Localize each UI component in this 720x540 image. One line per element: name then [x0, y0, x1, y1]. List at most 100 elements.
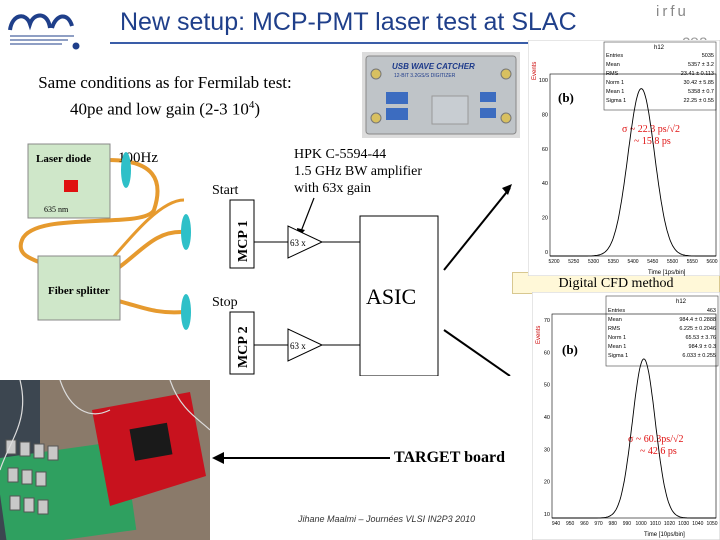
- mcp1-box: [229, 199, 255, 269]
- y-tick-label: 30: [544, 447, 550, 453]
- hist2-name: h12: [676, 299, 687, 305]
- stat-value: 6.225 ± 0.2046: [679, 326, 716, 332]
- y-tick-label: 20: [542, 216, 548, 222]
- intro-exponent: 4: [248, 99, 255, 111]
- irfu-text: irfu: [656, 3, 689, 20]
- laser-emitter: [64, 180, 78, 192]
- x-tick-label: 5250: [568, 259, 579, 265]
- lal-logo: [4, 4, 90, 50]
- lens-1: [181, 214, 191, 250]
- stat-label: RMS: [608, 326, 621, 332]
- mcp2-box: [229, 311, 255, 375]
- stat-label: Mean: [608, 317, 622, 323]
- hist2-panel-label: (b): [562, 342, 578, 357]
- y-tick-label: 60: [542, 147, 548, 153]
- hist1-gaussian-fit: [550, 88, 716, 257]
- stat-value: 6.033 ± 0.255: [682, 353, 716, 359]
- hist1-panel-label: (b): [558, 90, 574, 105]
- x-tick-label: 950: [566, 521, 575, 527]
- setup-schematic: Laser diode 635 nm 100Hz Fiber splitter …: [18, 143, 512, 376]
- stat-label: Mean: [606, 62, 620, 68]
- mcp2-label: MCP 2: [236, 326, 251, 368]
- hist1-frame: [549, 73, 717, 257]
- x-tick-label: 980: [609, 521, 618, 527]
- hist2-xaxis-label: Time [10ps/bin]: [644, 532, 685, 538]
- amplifier-2: [287, 328, 324, 362]
- x-tick-label: 960: [580, 521, 589, 527]
- gain-1-label: 63 x: [290, 238, 306, 248]
- asic-label: ASIC: [366, 284, 416, 309]
- x-tick-label: 1010: [650, 521, 661, 527]
- hist2-stats-box: [605, 295, 719, 367]
- y-tick-label: 60: [544, 350, 550, 356]
- footer-text: Jihane Maalmi – Journées VLSI IN2P3 2010: [298, 514, 476, 524]
- lens-2: [181, 294, 191, 330]
- x-tick-label: 1000: [636, 521, 647, 527]
- stat-label: Mean 1: [606, 89, 624, 95]
- stat-label: Sigma 1: [608, 353, 628, 359]
- x-tick-label: 5500: [667, 259, 678, 265]
- hist2-sigma-2: ~ 42.6 ps: [640, 446, 677, 457]
- x-tick-label: 970: [594, 521, 603, 527]
- stat-label: Entries: [608, 308, 625, 314]
- hist1-name: h12: [654, 45, 665, 51]
- amp-line-2: 1.5 GHz BW amplifier: [294, 164, 422, 179]
- hist1-yaxis-label: Events: [532, 62, 538, 80]
- x-tick-label: 5550: [687, 259, 698, 265]
- mcp1-label: MCP 1: [236, 220, 251, 262]
- asic-box: [359, 215, 439, 376]
- hist2-frame: [551, 313, 717, 519]
- title-underline: [110, 42, 640, 44]
- x-tick-label: 5600: [706, 259, 717, 265]
- x-tick-label: 990: [623, 521, 632, 527]
- y-tick-label: 40: [544, 415, 550, 421]
- intro-line-2: 40pe and low gain (2-3 104): [69, 99, 261, 119]
- y-tick-label: 40: [542, 181, 548, 187]
- hist2-sigma-1: σ ~ 60.3ps/√2: [628, 434, 683, 445]
- stat-value: 463: [707, 308, 716, 314]
- intro-line-1: Same conditions as for Fermilab test:: [38, 73, 292, 92]
- x-tick-label: 5300: [588, 259, 599, 265]
- stat-label: Mean 1: [608, 344, 626, 350]
- start-label: Start: [212, 183, 239, 198]
- stat-value: 984.9 ± 0.3: [689, 344, 716, 350]
- stat-value: 5035: [702, 53, 714, 59]
- x-tick-label: 5450: [647, 259, 658, 265]
- usb-wave-catcher-photo: USB WAVE CATCHER 12-BIT 3.2GS/S DIGITIZE…: [362, 52, 520, 138]
- fiber-splitter-label: Fiber splitter: [48, 285, 110, 297]
- stop-label: Stop: [212, 295, 238, 310]
- x-tick-label: 5400: [627, 259, 638, 265]
- fiber-splitter-box: [37, 255, 121, 321]
- cfd-method-label: Digital CFD method: [512, 272, 720, 294]
- usb-box-subtitle: 12-BIT 3.2GS/S DIGITIZER: [394, 73, 456, 79]
- amplifier-1: [287, 225, 324, 259]
- x-tick-label: 1030: [678, 521, 689, 527]
- y-tick-label: 20: [544, 480, 550, 486]
- usb-box-title: USB WAVE CATCHER: [392, 62, 475, 71]
- stat-value: 22.25 ± 0.55: [683, 98, 714, 104]
- target-board-photo: [0, 380, 210, 540]
- stat-label: Sigma 1: [606, 98, 626, 104]
- x-tick-label: 5350: [608, 259, 619, 265]
- hist1-stats-box: [603, 41, 717, 111]
- amp-line-1: HPK C-5594-44: [294, 147, 386, 162]
- y-tick-label: 80: [542, 112, 548, 118]
- y-tick-label: 10: [544, 512, 550, 518]
- stat-label: Entries: [606, 53, 623, 59]
- x-tick-label: 5200: [548, 259, 559, 265]
- intro-text: Same conditions as for Fermilab test: 40…: [0, 72, 330, 121]
- stat-value: 984.4 ± 0.2888: [679, 317, 716, 323]
- slide-title: New setup: MCP-PMT laser test at SLAC: [120, 8, 577, 36]
- stat-label: Norm 1: [608, 335, 626, 341]
- y-tick-label: 50: [544, 383, 550, 389]
- x-tick-label: 1050: [706, 521, 717, 527]
- amp-line-3: with 63x gain: [294, 181, 371, 196]
- hist2-yaxis-label: Events: [536, 326, 542, 344]
- x-tick-label: 1040: [692, 521, 703, 527]
- stat-value: 65.53 ± 3.76: [685, 335, 716, 341]
- target-board-label: TARGET board: [394, 449, 505, 466]
- stat-label: Norm 1: [606, 80, 624, 86]
